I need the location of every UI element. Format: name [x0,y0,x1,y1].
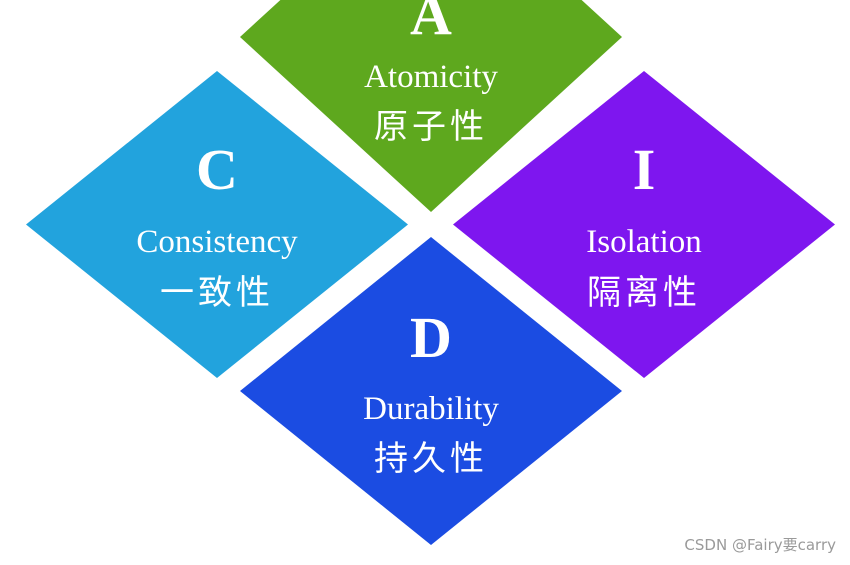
isolation-word: Isolation [586,224,702,260]
atomicity-letter: A [410,0,452,47]
durability-letter: D [410,305,452,370]
consistency-chinese: 一致性 [160,273,274,313]
consistency-letter: C [196,137,238,202]
isolation-letter: I [632,137,656,202]
atomicity-chinese: 原子性 [374,107,488,147]
isolation-chinese: 隔离性 [587,273,701,313]
durability-word: Durability [363,391,499,427]
consistency-word: Consistency [136,224,298,260]
csdn-watermark: CSDN @Fairy要carry [684,536,836,554]
durability-chinese: 持久性 [374,439,488,479]
atomicity-word: Atomicity [364,59,498,95]
